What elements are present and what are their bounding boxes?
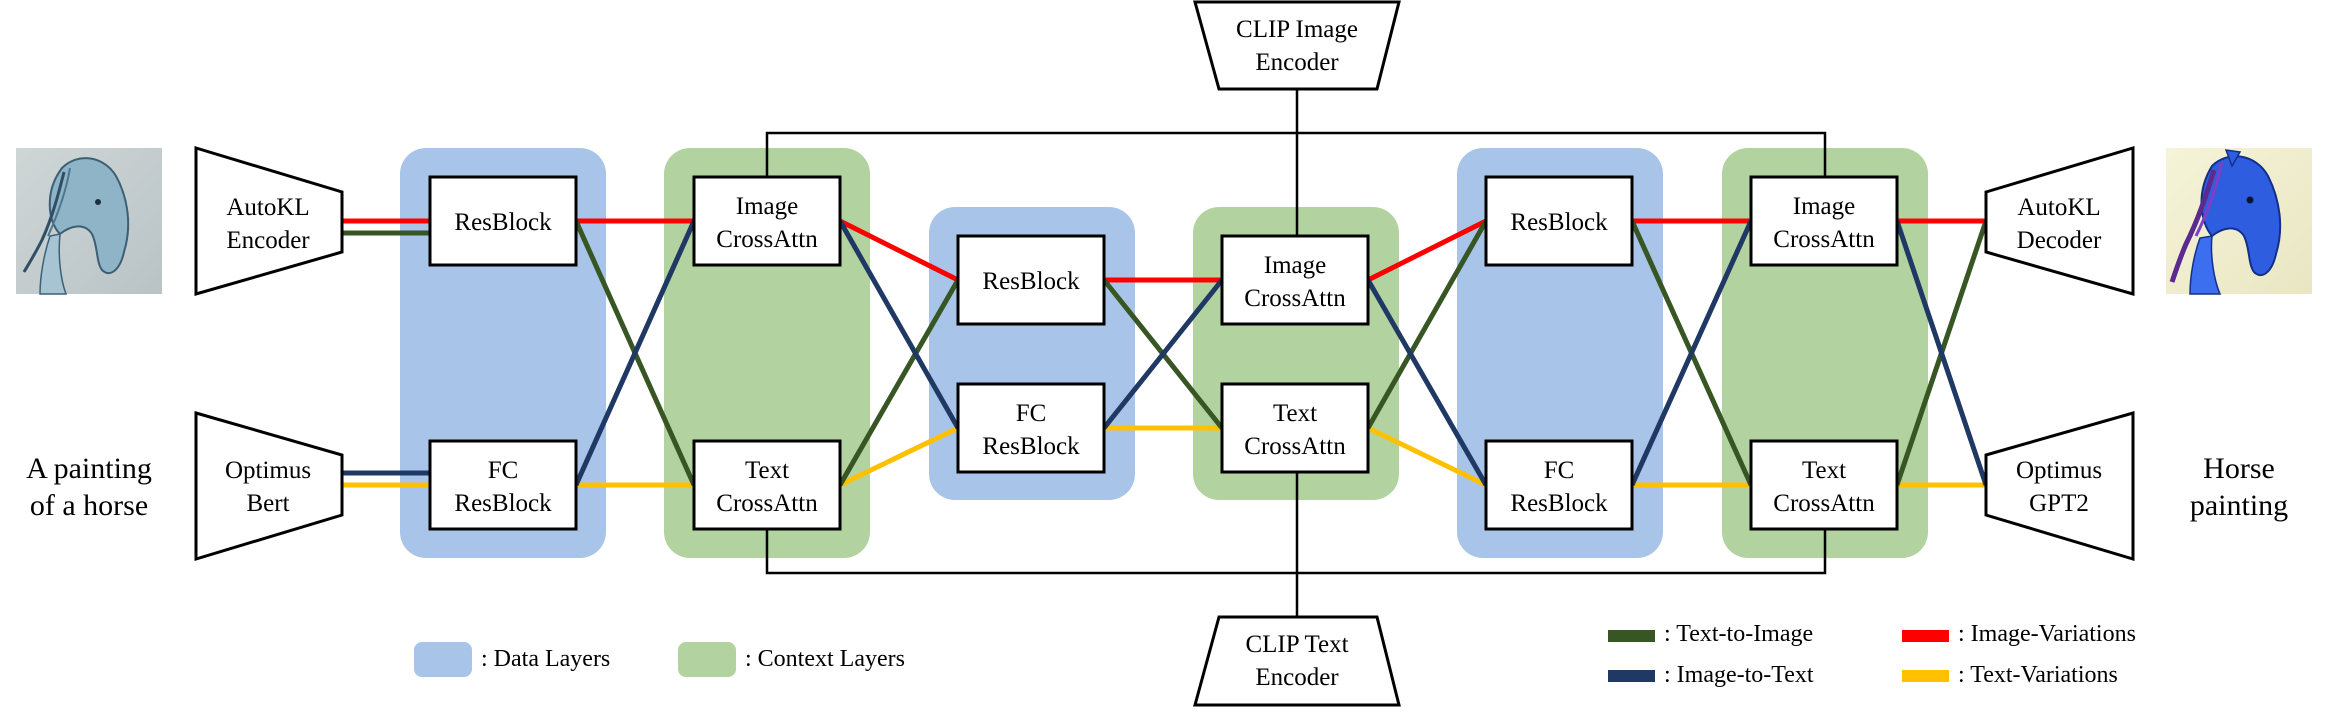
svg-text:Optimus: Optimus — [225, 457, 311, 484]
text-crossattn-2: Text CrossAttn — [1220, 382, 1370, 474]
svg-text:Text: Text — [1273, 400, 1317, 427]
svg-text:CLIP Image: CLIP Image — [1236, 16, 1358, 43]
svg-text:Image: Image — [736, 193, 798, 220]
svg-text:Text: Text — [745, 457, 789, 484]
input-text-prompt: A painting of a horse — [26, 452, 152, 522]
svg-text:CrossAttn: CrossAttn — [1244, 285, 1346, 312]
svg-text:: Text-Variations: : Text-Variations — [1958, 662, 2118, 688]
input-horse-image — [16, 148, 162, 295]
fc-resblock-2: FC ResBlock — [956, 382, 1106, 474]
svg-text:Bert: Bert — [246, 490, 289, 517]
legend-image-to-text: : Image-to-Text — [1608, 662, 1814, 688]
svg-text:Image: Image — [1264, 252, 1326, 279]
clip-image-encoder: CLIP Image Encoder — [1193, 0, 1401, 91]
svg-text:ResBlock: ResBlock — [1510, 490, 1608, 517]
svg-text:Horse: Horse — [2203, 452, 2275, 485]
svg-text:Encoder: Encoder — [1255, 49, 1339, 76]
fc-resblock-1: FC ResBlock — [428, 439, 578, 531]
svg-text:FC: FC — [1016, 400, 1047, 427]
svg-text:: Context Layers: : Context Layers — [745, 646, 905, 672]
svg-text:: Data Layers: : Data Layers — [481, 646, 610, 672]
legend-text-variations: : Text-Variations — [1902, 662, 2118, 688]
svg-text:ResBlock: ResBlock — [454, 490, 552, 517]
resblock-3: ResBlock — [1484, 175, 1634, 267]
svg-text:ResBlock: ResBlock — [454, 209, 552, 236]
svg-text:FC: FC — [1544, 457, 1575, 484]
svg-text:Encoder: Encoder — [226, 227, 310, 254]
text-variations-paths — [342, 425, 1986, 488]
resblock-2: ResBlock — [956, 234, 1106, 326]
svg-text:CLIP Text: CLIP Text — [1245, 631, 1348, 658]
svg-text:CrossAttn: CrossAttn — [1773, 490, 1875, 517]
svg-text:CrossAttn: CrossAttn — [1244, 433, 1346, 460]
fc-resblock-3: FC ResBlock — [1484, 439, 1634, 531]
autokl-decoder: AutoKL Decoder — [1984, 145, 2135, 296]
svg-text:FC: FC — [488, 457, 519, 484]
svg-text:: Image-to-Text: : Image-to-Text — [1664, 662, 1814, 688]
legend-image-variations: : Image-Variations — [1902, 621, 2136, 647]
svg-text:AutoKL: AutoKL — [2017, 194, 2100, 221]
text-crossattn-1: Text CrossAttn — [692, 439, 842, 531]
svg-text:CrossAttn: CrossAttn — [716, 490, 818, 517]
image-crossattn-2: Image CrossAttn — [1220, 234, 1370, 326]
image-crossattn-3: Image CrossAttn — [1749, 175, 1899, 267]
svg-text:Text: Text — [1802, 457, 1846, 484]
text-crossattn-3: Text CrossAttn — [1749, 439, 1899, 531]
svg-text:A painting: A painting — [26, 452, 152, 485]
optimus-bert-encoder: Optimus Bert — [194, 411, 344, 562]
svg-text:Image: Image — [1793, 193, 1855, 220]
legend-context-layers: : Context Layers — [678, 642, 905, 677]
svg-text:painting: painting — [2190, 489, 2288, 522]
svg-text:GPT2: GPT2 — [2029, 490, 2089, 517]
autokl-encoder: AutoKL Encoder — [194, 145, 344, 296]
optimus-gpt2-decoder: Optimus GPT2 — [1984, 411, 2135, 562]
image-crossattn-1: Image CrossAttn — [692, 175, 842, 267]
svg-text:CrossAttn: CrossAttn — [716, 226, 818, 253]
svg-text:of a horse: of a horse — [30, 489, 148, 522]
image-to-text-paths — [342, 219, 1989, 487]
clip-text-encoder: CLIP Text Encoder — [1193, 615, 1401, 707]
legend-data-layers: : Data Layers — [414, 642, 610, 677]
svg-text:Encoder: Encoder — [1255, 664, 1339, 691]
svg-text:: Image-Variations: : Image-Variations — [1958, 621, 2136, 647]
output-text: Horse painting — [2190, 452, 2288, 522]
svg-text:ResBlock: ResBlock — [1510, 209, 1608, 236]
legend-text-to-image: : Text-to-Image — [1608, 621, 1813, 647]
resblock-1: ResBlock — [428, 175, 578, 267]
svg-text:: Text-to-Image: : Text-to-Image — [1664, 621, 1813, 647]
image-variations-paths — [342, 218, 1986, 283]
svg-text:ResBlock: ResBlock — [982, 268, 1080, 295]
svg-text:Optimus: Optimus — [2016, 457, 2102, 484]
output-horse-image — [2166, 148, 2312, 295]
svg-text:AutoKL: AutoKL — [226, 194, 309, 221]
svg-text:CrossAttn: CrossAttn — [1773, 226, 1875, 253]
svg-text:ResBlock: ResBlock — [982, 433, 1080, 460]
svg-text:Decoder: Decoder — [2017, 227, 2102, 254]
